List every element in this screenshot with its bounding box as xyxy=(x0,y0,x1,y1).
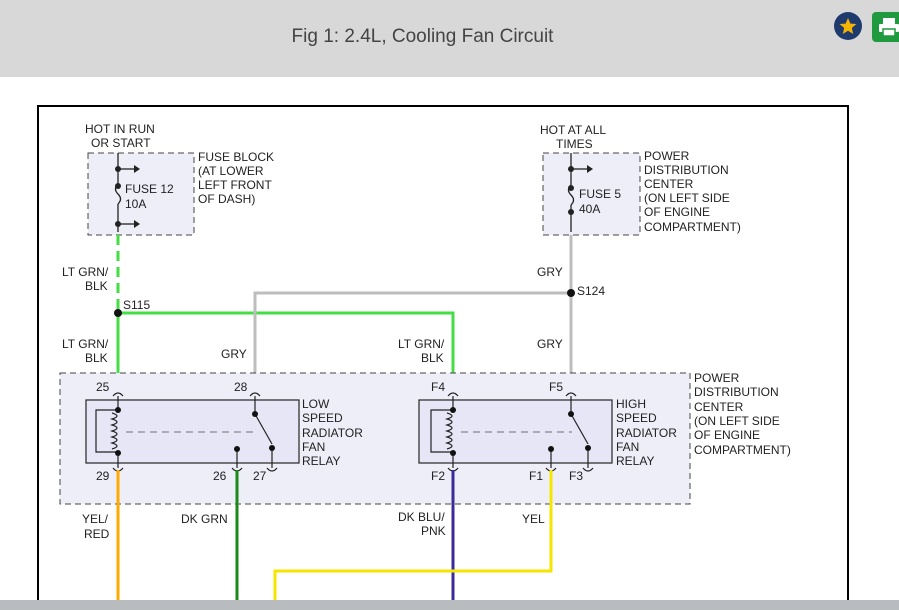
high-relay-label: FAN xyxy=(616,440,639,454)
pin-f5: F5 xyxy=(549,380,563,394)
fuse12-rating: 10A xyxy=(125,197,146,211)
low-relay-label: RELAY xyxy=(302,454,340,468)
fuse5-rating: 40A xyxy=(579,202,600,216)
high-relay-label: RADIATOR xyxy=(616,426,677,440)
fuse-block-box xyxy=(87,152,195,236)
pin-26: 26 xyxy=(213,469,227,483)
s115-label: S115 xyxy=(123,298,150,312)
wire-label: LT GRN/ xyxy=(62,337,109,351)
low-relay-label: RADIATOR xyxy=(302,426,363,440)
pdc-right-label: COMPARTMENT) xyxy=(694,443,791,457)
wire-label: YEL xyxy=(522,512,545,526)
diagram-frame xyxy=(37,105,849,610)
wire-label: DK BLU/ xyxy=(398,510,445,524)
splice-s115 xyxy=(114,309,122,317)
wire-label: GRY xyxy=(537,265,563,279)
pin-f3: F3 xyxy=(569,469,583,483)
page-title: Fig 1: 2.4L, Cooling Fan Circuit xyxy=(291,26,554,47)
wire-label: RED xyxy=(84,527,110,541)
hot-at-all-label: HOT AT ALL xyxy=(540,123,606,137)
pdc-top-label: OF ENGINE xyxy=(644,205,710,219)
pdc-fuse-box xyxy=(542,152,641,236)
wire-label: BLK xyxy=(85,279,108,293)
pin-f4: F4 xyxy=(431,380,445,394)
pdc-right-label: POWER xyxy=(694,371,740,385)
pin-29: 29 xyxy=(96,469,110,483)
pdc-right-label: OF ENGINE xyxy=(694,428,760,442)
wire-label: YEL/ xyxy=(82,512,109,526)
low-relay-label: FAN xyxy=(302,440,325,454)
wire-label: PNK xyxy=(421,524,446,538)
pdc-top-label: POWER xyxy=(644,149,690,163)
fuse5-label: FUSE 5 xyxy=(579,187,621,201)
fuse-block-label: (AT LOWER xyxy=(198,164,264,178)
low-relay-label: SPEED xyxy=(302,411,343,425)
wire-label: LT GRN/ xyxy=(62,265,109,279)
wire-label: BLK xyxy=(421,351,444,365)
pdc-right-label: CENTER xyxy=(694,400,744,414)
wire-label: GRY xyxy=(537,337,563,351)
favorite-button[interactable] xyxy=(834,12,862,40)
wire-label: GRY xyxy=(221,347,247,361)
wire-label: BLK xyxy=(85,351,108,365)
s124-label: S124 xyxy=(577,284,605,298)
splice-s124 xyxy=(567,289,575,297)
or-start-label: OR START xyxy=(91,136,151,150)
pin-25: 25 xyxy=(96,380,110,394)
wire-label: DK GRN xyxy=(181,512,228,526)
pdc-right-label: DISTRIBUTION xyxy=(694,385,779,399)
pin-f1: F1 xyxy=(529,469,543,483)
yel-wire xyxy=(273,470,553,610)
pdc-top-label: DISTRIBUTION xyxy=(644,163,729,177)
hot-in-run-label: HOT IN RUN xyxy=(85,122,155,136)
fuse12-label: FUSE 12 xyxy=(125,182,174,196)
print-button[interactable] xyxy=(872,12,899,42)
times-label: TIMES xyxy=(556,137,593,151)
lt-grn-blk-wire xyxy=(118,311,455,396)
pin-28: 28 xyxy=(234,380,248,394)
gry-wire xyxy=(253,291,571,396)
bottom-scroll-bar xyxy=(0,600,899,610)
high-relay-label: RELAY xyxy=(616,454,654,468)
pin-27: 27 xyxy=(253,469,267,483)
high-relay-label: HIGH xyxy=(616,397,646,411)
wire-label: LT GRN/ xyxy=(398,337,445,351)
printer-icon xyxy=(879,18,899,37)
fuse-block-label: FUSE BLOCK xyxy=(198,150,274,164)
pdc-top-label: COMPARTMENT) xyxy=(644,220,741,234)
pdc-top-label: (ON LEFT SIDE xyxy=(644,191,730,205)
star-icon xyxy=(839,18,857,34)
pdc-top-label: CENTER xyxy=(644,177,694,191)
fuse-block-label: OF DASH) xyxy=(198,192,255,206)
low-relay-label: LOW xyxy=(302,397,330,411)
fuse-block-label: LEFT FRONT xyxy=(198,178,272,192)
header-bar xyxy=(0,0,899,77)
pdc-right-label: (ON LEFT SIDE xyxy=(694,414,780,428)
pin-f2: F2 xyxy=(431,469,445,483)
high-relay-label: SPEED xyxy=(616,411,657,425)
